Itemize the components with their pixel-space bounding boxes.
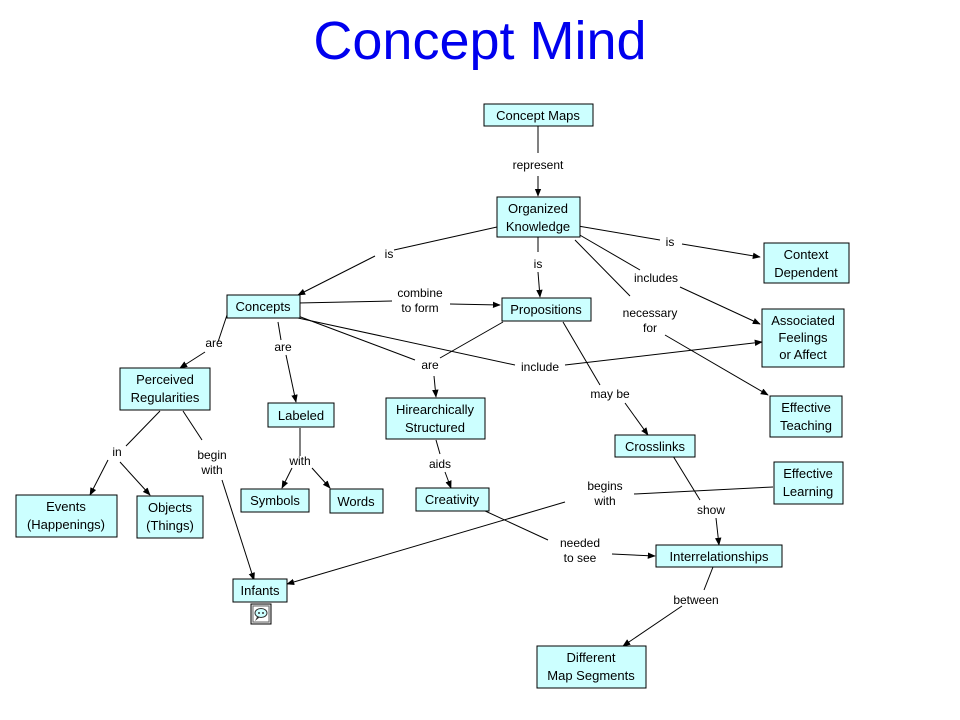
svg-text:Hirearchically: Hirearchically xyxy=(396,402,475,417)
concept-creativity: Creativity xyxy=(415,487,490,512)
svg-text:Associated: Associated xyxy=(771,313,835,328)
concept-labeled: Labeled xyxy=(267,402,335,428)
link-label-between: between xyxy=(673,593,718,607)
link-label-are-hier: are xyxy=(421,358,439,372)
concept-hierarchically-structured: Hirearchically Structured xyxy=(385,397,486,440)
concept-different-map-segments: Different Map Segments xyxy=(536,645,647,689)
svg-text:Symbols: Symbols xyxy=(250,493,300,508)
link-label-are-left: are xyxy=(205,336,223,350)
svg-text:Interrelationships: Interrelationships xyxy=(670,549,769,564)
concept-events: Events (Happenings) xyxy=(15,494,118,538)
svg-text:Structured: Structured xyxy=(405,420,465,435)
link-label-are-mid: are xyxy=(274,340,292,354)
svg-text:Dependent: Dependent xyxy=(774,265,838,280)
concept-associated-feelings: Associated Feelings or Affect xyxy=(761,308,845,368)
link-label-begin: begin xyxy=(197,448,226,462)
link-label-to-see: to see xyxy=(564,551,597,565)
svg-text:Feelings: Feelings xyxy=(778,330,828,345)
concept-context-dependent: Context Dependent xyxy=(763,242,850,284)
link-label-show: show xyxy=(697,503,725,517)
svg-text:Events: Events xyxy=(46,499,86,514)
link-labels: represent is is is includes necessary fo… xyxy=(112,158,725,607)
svg-text:Knowledge: Knowledge xyxy=(506,219,570,234)
link-label-with: with xyxy=(288,454,310,468)
svg-text:Regularities: Regularities xyxy=(131,390,200,405)
link-label-is-right: is xyxy=(666,235,675,249)
svg-text:(Happenings): (Happenings) xyxy=(27,517,105,532)
concept-effective-learning: Effective Learning xyxy=(773,461,844,505)
svg-text:Infants: Infants xyxy=(240,583,280,598)
link-label-is-left: is xyxy=(385,247,394,261)
concept-propositions: Propositions xyxy=(501,297,592,322)
concept-perceived-regularities: Perceived Regularities xyxy=(119,367,211,411)
svg-text:Words: Words xyxy=(337,494,375,509)
svg-text:Different: Different xyxy=(567,650,616,665)
link-label-include: include xyxy=(521,360,559,374)
link-label-represent: represent xyxy=(513,158,564,172)
edges xyxy=(89,126,774,647)
link-label-with-infants: with xyxy=(200,463,222,477)
svg-text:Learning: Learning xyxy=(783,484,834,499)
svg-text:or Affect: or Affect xyxy=(779,347,827,362)
svg-text:Map Segments: Map Segments xyxy=(547,668,635,683)
link-label-includes: includes xyxy=(634,271,678,285)
page-title: Concept Mind xyxy=(313,11,647,71)
link-label-to-form: to form xyxy=(401,301,438,315)
svg-text:Concepts: Concepts xyxy=(236,299,291,314)
link-label-necessary: necessary xyxy=(623,306,678,320)
svg-text:Organized: Organized xyxy=(508,201,568,216)
svg-text:Context: Context xyxy=(784,247,829,262)
concept-words: Words xyxy=(329,488,384,514)
concept-effective-teaching: Effective Teaching xyxy=(769,395,843,438)
link-label-is-mid: is xyxy=(534,257,543,271)
concept-interrelationships: Interrelationships xyxy=(655,544,783,568)
link-resource-icon[interactable] xyxy=(250,603,272,625)
svg-text:Creativity: Creativity xyxy=(425,492,480,507)
svg-text:Effective: Effective xyxy=(781,400,831,415)
svg-text:Crosslinks: Crosslinks xyxy=(625,439,685,454)
svg-text:(Things): (Things) xyxy=(146,518,194,533)
link-label-for: for xyxy=(643,321,657,335)
concept-objects: Objects (Things) xyxy=(136,495,204,539)
svg-text:Effective: Effective xyxy=(783,466,833,481)
concept-symbols: Symbols xyxy=(240,488,310,513)
link-label-aids: aids xyxy=(429,457,451,471)
link-label-begins: begins xyxy=(587,479,622,493)
link-label-in: in xyxy=(112,445,121,459)
concept-concepts: Concepts xyxy=(226,294,301,319)
link-label-needed: needed xyxy=(560,536,600,550)
concept-concept-maps: Concept Maps xyxy=(483,103,594,127)
concept-crosslinks: Crosslinks xyxy=(614,434,696,458)
svg-text:Objects: Objects xyxy=(148,500,193,515)
link-label-may-be: may be xyxy=(590,387,630,401)
link-label-combine: combine xyxy=(397,286,443,300)
svg-text:Concept Maps: Concept Maps xyxy=(496,108,580,123)
svg-text:Teaching: Teaching xyxy=(780,418,832,433)
svg-text:Perceived: Perceived xyxy=(136,372,194,387)
svg-text:Labeled: Labeled xyxy=(278,408,324,423)
concept-infants: Infants xyxy=(232,578,288,603)
concept-organized-knowledge: Organized Knowledge xyxy=(496,196,581,238)
link-label-begins-with: with xyxy=(593,494,615,508)
svg-text:Propositions: Propositions xyxy=(510,302,582,317)
